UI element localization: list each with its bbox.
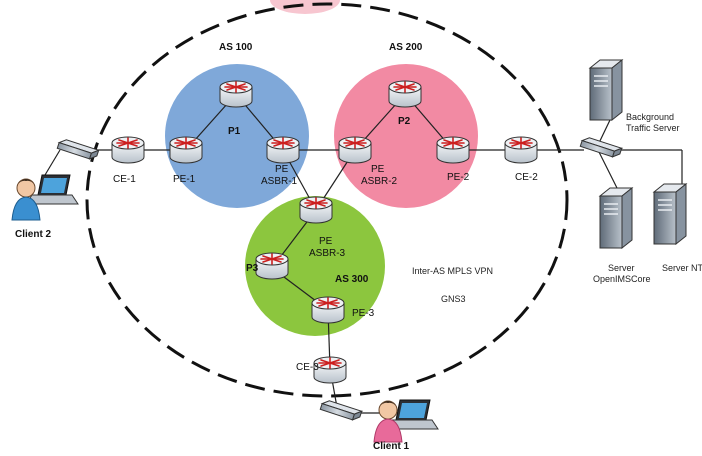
pe2-label: PE-2 [447,172,470,183]
router-p3 [255,252,289,280]
client1-label: Client 1 [373,441,410,451]
as100-region [165,64,309,208]
tool-note: GNS3 [441,294,466,304]
bg-server-label-line2: Traffic Server [626,123,680,133]
switch-left [56,137,100,162]
router-pe2 [436,136,470,164]
switch-bottom [319,398,363,423]
router-ce3 [313,356,347,384]
bg-server-label-line1: Background [626,112,674,122]
ims-server-label-line1: Server [608,263,635,273]
p3-label: P3 [246,263,259,274]
asbr3-label-line2: ASBR-3 [309,248,346,259]
ims-server-label-line2: OpenIMSCore [593,274,651,284]
router-pe1 [169,136,203,164]
ce1-label: CE-1 [113,174,136,185]
client1-icon [373,399,439,443]
ce2-label: CE-2 [515,172,538,183]
inter-as-boundary [85,2,569,398]
router-asbr1 [266,136,300,164]
client2-icon [11,174,79,221]
asbr2-label-line1: PE [371,164,385,175]
pe1-label: PE-1 [173,174,196,185]
p2-label: P2 [398,116,411,127]
router-p1 [219,80,253,108]
as200-region [334,64,478,208]
router-asbr3 [299,196,333,224]
router-ce1 [111,136,145,164]
as200-label: AS 200 [389,42,423,53]
server-icon-ntp [653,183,687,245]
as100-label: AS 100 [219,42,253,53]
server-icon-openims [599,187,633,249]
p1-label: P1 [228,126,241,137]
router-pe3 [311,296,345,324]
as300-label: AS 300 [335,274,369,285]
asbr1-label-line2: ASBR-1 [261,176,298,187]
vpn-note: Inter-AS MPLS VPN [412,266,493,276]
ntp-server-label: Server NTP [662,263,702,273]
server-icon-background [589,59,623,121]
router-ce2 [504,136,538,164]
router-p2 [388,80,422,108]
router-asbr2 [338,136,372,164]
asbr1-label-line1: PE [275,164,289,175]
asbr3-label-line1: PE [319,236,333,247]
ce3-label: CE-3 [296,362,319,373]
top-shape [270,0,340,14]
client2-label: Client 2 [15,229,52,240]
as300-region [245,196,385,336]
asbr2-label-line2: ASBR-2 [361,176,398,187]
pe3-label: PE-3 [352,308,375,319]
